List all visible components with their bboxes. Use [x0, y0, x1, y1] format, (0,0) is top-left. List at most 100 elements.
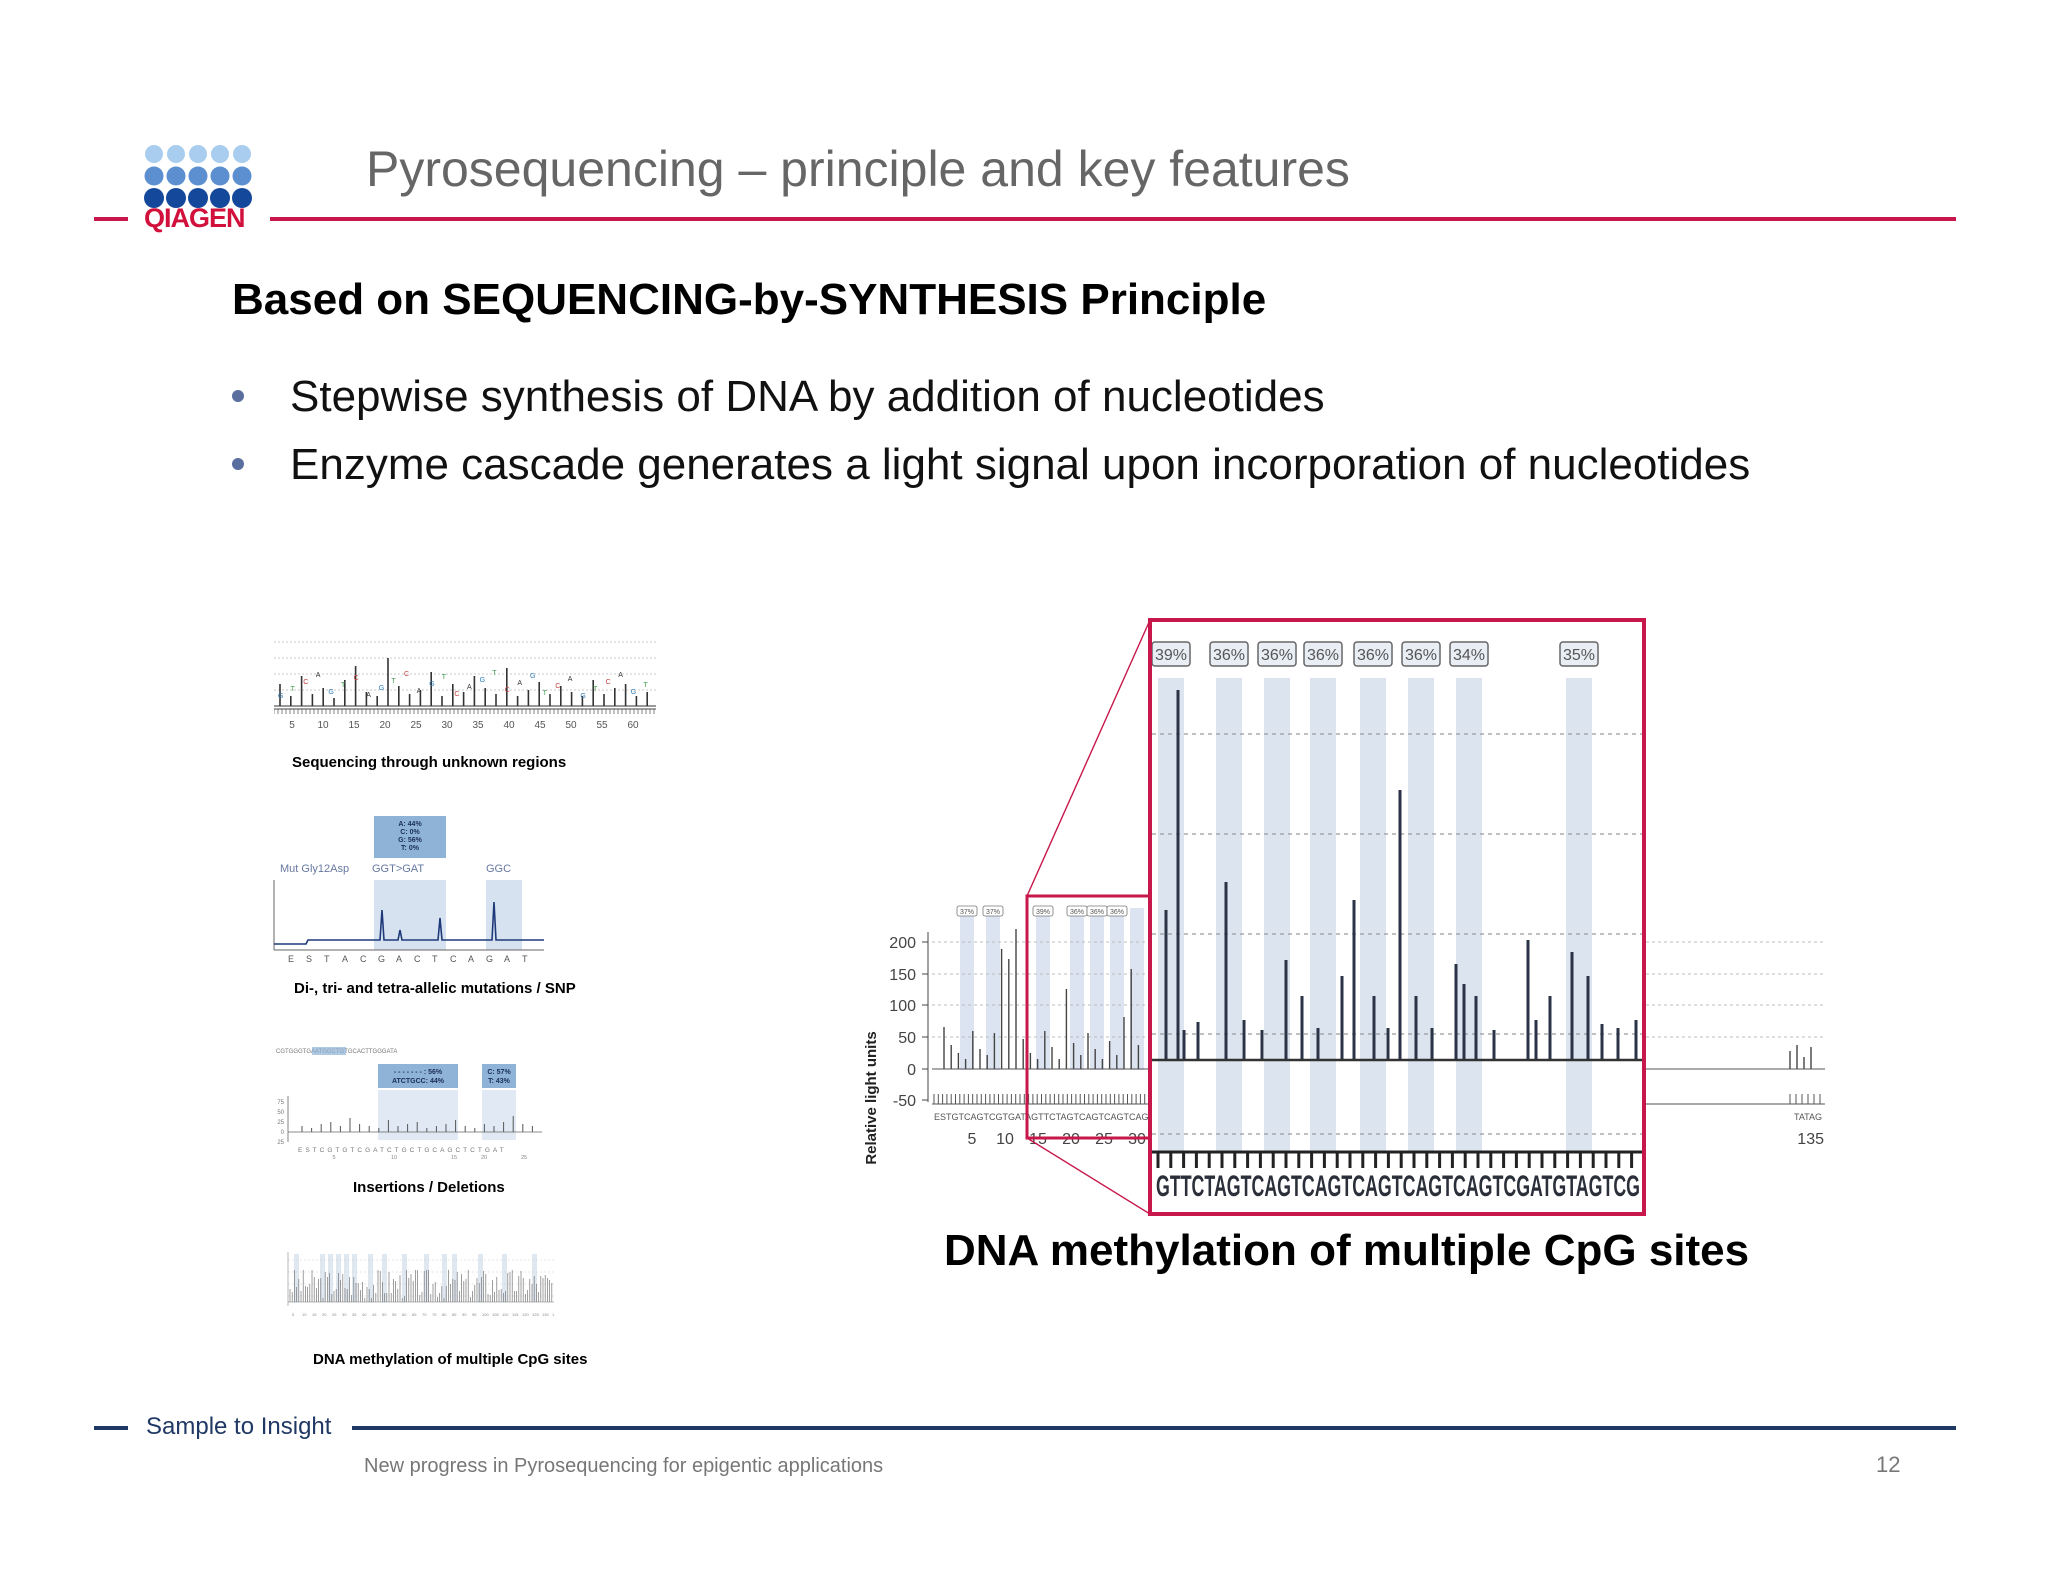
bullet-dot-icon [232, 458, 244, 470]
pct-label: 35% [1563, 647, 1595, 664]
mut-trace [274, 901, 544, 945]
small-pyrogram-peaks [943, 929, 1812, 1069]
band [1456, 678, 1482, 1152]
svg-text:25: 25 [521, 1155, 527, 1160]
x-tick: 50 [565, 720, 577, 731]
thumb-methylation-peaks [289, 1270, 553, 1302]
band [986, 908, 1000, 1070]
base-letter: A [417, 688, 422, 695]
pct-box [982, 905, 1004, 917]
y-tick: 200 [889, 935, 916, 952]
bullet-dot-icon [232, 390, 244, 402]
slide-subtitle: Based on SEQUENCING-by-SYNTHESIS Princip… [232, 275, 1267, 324]
band [1264, 678, 1290, 1152]
base-letter: C [555, 683, 560, 690]
band [960, 908, 974, 1070]
base-letter: A [366, 692, 371, 699]
tick: 55 [392, 1312, 397, 1317]
thumb-unknown-regions-seq-ticks [274, 709, 655, 714]
qiagen-logo-dots [144, 145, 252, 208]
svg-text:0: 0 [281, 1130, 285, 1136]
pct-box [1209, 641, 1249, 667]
tick: 70 [422, 1312, 427, 1317]
base-letter: T [492, 670, 497, 677]
x-tick: 35 [472, 720, 484, 731]
indel-box1-line: ATCTGCC: 44% [392, 1078, 445, 1085]
indel-box2-line: C: 57% [487, 1069, 511, 1076]
svg-text:75: 75 [277, 1100, 284, 1106]
band [382, 1254, 387, 1302]
svg-text:25: 25 [277, 1140, 284, 1146]
tick: 45 [372, 1312, 377, 1317]
pct-box [1353, 641, 1393, 667]
band [328, 1254, 333, 1302]
base-letter: T [643, 682, 648, 689]
y-tick: 50 [898, 1030, 916, 1047]
pct-box [1449, 641, 1489, 667]
mut-box-line: T: 0% [401, 845, 420, 852]
zoom-bands [1158, 678, 1592, 1152]
x-tick: 60 [627, 720, 639, 731]
tick: 60 [402, 1312, 407, 1317]
thumb-unknown-regions-peaks [279, 658, 649, 706]
thumb-mutations-caption: Di-, tri- and tetra-allelic mutations / … [294, 980, 576, 997]
footer-text: New progress in Pyrosequencing for epige… [364, 1455, 884, 1477]
right-sequence: TATAG [1794, 1112, 1822, 1122]
x-tick-right: 135 [1797, 1131, 1824, 1148]
y-tick: 0 [907, 1062, 916, 1079]
pct-label: 36% [1307, 647, 1339, 664]
base-letter: C [505, 687, 510, 694]
tick: 75 [432, 1312, 437, 1317]
tick: 110 [502, 1312, 509, 1317]
band [320, 1254, 325, 1302]
base-letter: G [429, 681, 434, 688]
zoom-peaks [1164, 690, 1638, 1060]
x-tick: 5 [289, 720, 295, 731]
mut-box-line: A: 44% [398, 821, 422, 828]
band [502, 1254, 507, 1302]
base-letter: C [303, 679, 308, 686]
tick: 80 [442, 1312, 447, 1317]
band [1216, 678, 1242, 1152]
pct-box [1032, 905, 1054, 917]
tick: 100 [482, 1312, 489, 1317]
pct-label: 36% [1405, 647, 1437, 664]
zoom-border [1148, 618, 1646, 1216]
pct-box [956, 905, 978, 917]
zoom-panel: 39%36%36%36%36%36%34%35% GTTCTAGTCAGTCAG… [1148, 618, 1646, 1216]
base-letter: T [543, 690, 548, 697]
indel-peaks [301, 1116, 533, 1132]
band [1360, 678, 1386, 1152]
svg-text:50: 50 [277, 1110, 284, 1116]
base-letter: A [517, 680, 522, 687]
connector-line [1026, 1137, 1151, 1215]
base-letter: G [379, 685, 384, 692]
band [1158, 678, 1184, 1152]
band [478, 1254, 483, 1302]
band [1110, 908, 1124, 1070]
base-letter: T [432, 954, 438, 964]
connector-line [1026, 619, 1151, 897]
x-tick: 20 [379, 720, 391, 731]
tick: 130 [542, 1312, 549, 1317]
main-methylation-figure: 37%37%39%36%36%36% Relative light units … [863, 618, 1825, 1216]
tick: 105 [492, 1312, 499, 1317]
y-tick: -50 [893, 1093, 916, 1110]
tick: 5 [292, 1312, 295, 1317]
base-letter: A [342, 954, 348, 964]
band [352, 1254, 357, 1302]
tick: 15 [312, 1312, 317, 1317]
band [1070, 908, 1084, 1070]
base-letter: E [288, 954, 294, 964]
base-letter: A [396, 954, 402, 964]
pct-label: 37% [960, 909, 974, 916]
slide-title: Pyrosequencing – principle and key featu… [366, 141, 1350, 197]
base-letter: C [414, 954, 421, 964]
base-letter: G [328, 689, 333, 696]
x-tick: 45 [534, 720, 546, 731]
band [1036, 908, 1050, 1070]
band [294, 1254, 299, 1302]
pct-label: 36% [1213, 647, 1245, 664]
tick: 95 [472, 1312, 477, 1317]
base-letter: A [468, 954, 474, 964]
